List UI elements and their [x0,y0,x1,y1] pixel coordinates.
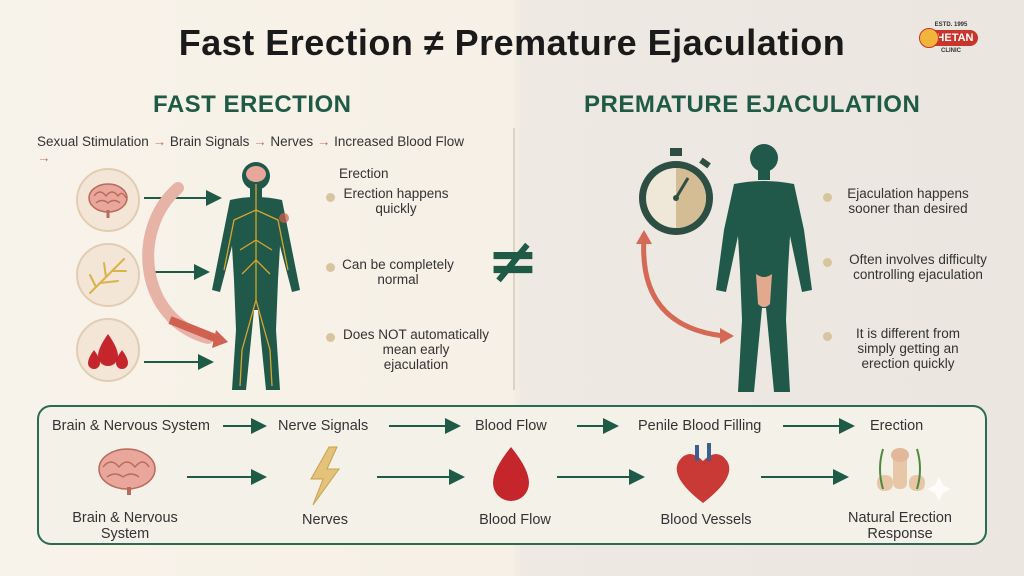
brain-icon [88,183,128,218]
logo-sub: CLINIC [941,48,961,54]
flow-label: Blood Flow [475,418,547,434]
point-line: ejaculation [383,357,449,372]
bullet-icon [823,193,832,202]
bullet-icon [326,333,335,342]
logo-emblem-icon [919,28,939,48]
bullet-icon [326,193,335,202]
fast-erection-diagram [142,162,300,390]
right-point: Often involves difficulty controlling ej… [838,252,998,282]
flow-caption: Brain & Nervous System [60,510,190,542]
pathway-step: Brain Signals [169,134,250,149]
point-line: Often involves difficulty [849,252,987,267]
left-point: Erection happens quickly [336,186,456,216]
point-line: It is different from [855,326,961,341]
point-line: sooner than desired [848,201,968,216]
blood-drop-icon [493,447,529,501]
flow-caption: Blood Flow [460,512,570,528]
left-point: Can be completely normal [336,257,460,287]
lightning-icon [310,446,340,506]
flow-caption: Blood Vessels [646,512,766,528]
caption-line: Blood Flow [479,512,551,528]
point-line: normal [377,272,419,287]
caption-line: Nerves [302,512,348,528]
not-equal-icon: ≠ [487,224,539,297]
fast-erection-heading: FAST ERECTION [153,91,352,118]
flow-label: Nerve Signals [278,418,369,434]
caption-line: System [100,526,150,542]
caption-line: Response [867,526,933,542]
nerves-circle [76,243,140,307]
point-line: Does NOT automatically [342,327,490,342]
stopwatch-icon [639,148,713,235]
blood-drops-icon [88,334,128,369]
heart-icon [676,443,730,503]
arrow-right-icon: → [249,134,271,149]
flow-arrows-and-icons [98,418,951,506]
right-point: It is different from simply getting an e… [838,326,978,371]
arrow-right-icon: → [313,134,335,149]
bullet-icon [823,332,832,341]
center-divider [513,128,515,390]
pathway-step: Increased Blood Flow [334,134,464,149]
arrow-right-icon: → [37,150,51,165]
stimulation-pathway: Sexual Stimulation → Brain Signals → Ner… [37,134,477,182]
premature-ejaculation-diagram [636,144,812,392]
brain-icon [98,448,156,495]
pathway-step: Sexual Stimulation [37,134,149,149]
flow-label: Penile Blood Filling [638,418,762,434]
bullet-icon [823,258,832,267]
erection-icon [877,448,925,491]
pathway-step: Nerves [270,134,314,149]
right-point: Ejaculation happens sooner than desired [838,186,978,216]
caption-line: Natural Erection [848,510,952,526]
caption-line: Blood Vessels [660,512,752,528]
blood-circle [76,318,140,382]
point-line: erection quickly [861,356,955,371]
clinic-logo: ESTD. 1995 CHETAN CLINIC [918,22,984,60]
point-line: simply getting an [857,341,959,356]
point-line: Ejaculation happens [847,186,969,201]
nerve-icon [89,258,127,294]
premature-ejaculation-heading: PREMATURE EJACULATION [584,91,921,118]
sparkle-icon [927,477,951,501]
pathway-step: Erection [339,166,389,181]
point-line: mean early [382,342,450,357]
flow-label: Brain & Nervous System [52,418,210,434]
left-point: Does NOT automatically mean early ejacul… [336,327,496,372]
point-line: controlling ejaculation [853,267,983,282]
point-line: quickly [375,201,417,216]
flow-caption: Nerves [280,512,370,528]
caption-line: Brain & Nervous [72,510,178,526]
point-line: Erection happens [343,186,449,201]
brain-circle [76,168,140,232]
point-line: Can be completely [342,257,454,272]
flow-caption: Natural Erection Response [834,510,966,542]
bullet-icon [326,263,335,272]
page-title: Fast Erection ≠ Premature Ejaculation [178,22,846,63]
flow-label: Erection [870,418,924,434]
arrow-right-icon: → [148,134,170,149]
logo-estd: ESTD. 1995 [934,22,968,28]
